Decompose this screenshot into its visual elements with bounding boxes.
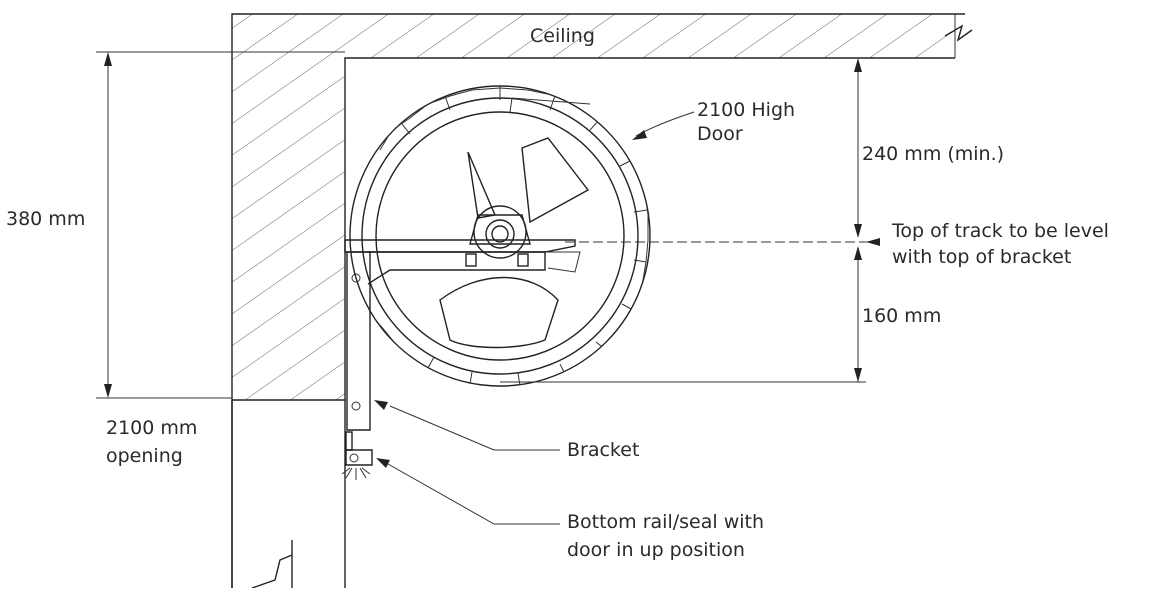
rail-label-line1: Bottom rail/seal with	[567, 511, 764, 533]
door-roll	[349, 85, 651, 387]
ceiling-wall-structure	[231, 13, 973, 588]
opening-label-line2: opening	[106, 445, 183, 467]
dimension-240-160	[500, 58, 880, 383]
track-note-line1: Top of track to be level	[891, 220, 1109, 242]
bracket-label: Bracket	[567, 439, 639, 461]
dimension-380-label: 380 mm	[6, 208, 85, 230]
rail-leader	[376, 458, 560, 525]
ceiling-label: Ceiling	[530, 25, 595, 47]
door-label-line1: 2100 High	[697, 99, 795, 121]
bottom-rail-seal	[341, 431, 373, 480]
opening-label-line1: 2100 mm	[106, 417, 197, 439]
lower-wall	[231, 400, 346, 589]
dimension-240-label: 240 mm (min.)	[862, 143, 1004, 165]
rail-label-line2: door in up position	[567, 539, 745, 561]
door-leader	[632, 111, 695, 140]
bracket-leader	[374, 400, 560, 451]
dimension-380	[96, 51, 345, 399]
bracket	[344, 239, 576, 431]
dimension-160-label: 160 mm	[862, 305, 941, 327]
door-label-line2: Door	[697, 123, 743, 145]
track-note-line2: with top of bracket	[892, 246, 1071, 268]
